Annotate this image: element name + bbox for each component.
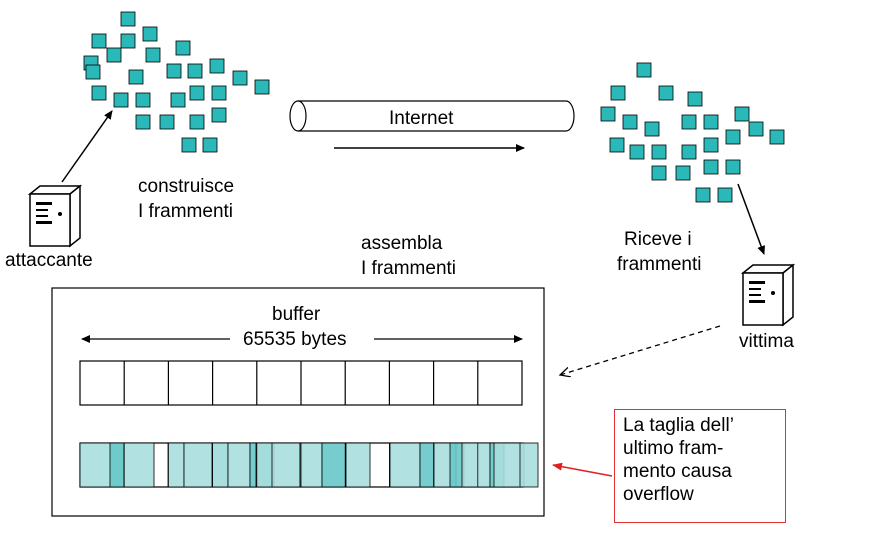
internet-label: Internet xyxy=(389,108,454,129)
buffer-fragment xyxy=(299,442,323,488)
victim-fragments-cloud xyxy=(600,62,785,203)
overflowing-buffer xyxy=(79,442,539,488)
fragment-square xyxy=(651,144,667,160)
fragment-square xyxy=(145,47,161,63)
victim-server-icon xyxy=(740,263,796,327)
fragment-square xyxy=(128,69,144,85)
overflow-note-line: ultimo fram- xyxy=(623,438,724,459)
fragment-square xyxy=(91,85,107,101)
fragment-square xyxy=(681,144,697,160)
fragment-square xyxy=(106,47,122,63)
assembles-label-1: assembla xyxy=(361,233,443,254)
fragment-square xyxy=(703,137,719,153)
attacker-arrow xyxy=(61,110,113,183)
overflow-note-line: overflow xyxy=(623,484,694,505)
overflow-note-line: mento causa xyxy=(623,461,732,482)
fragment-square xyxy=(113,92,129,108)
assemble-dashed-arrow xyxy=(560,325,721,375)
fragment-square xyxy=(85,64,101,80)
buffer-label: buffer xyxy=(272,304,321,325)
assembles-label-2: I frammenti xyxy=(361,258,457,279)
fragment-square xyxy=(181,137,197,153)
fragment-square xyxy=(232,70,248,86)
buffer-fragment xyxy=(493,442,525,488)
attacker-label: attaccante xyxy=(5,250,93,271)
fragment-square xyxy=(725,159,741,175)
fragment-square xyxy=(658,85,674,101)
buffer-fragment xyxy=(255,442,275,488)
fragment-square xyxy=(211,107,227,123)
buffer-fragment xyxy=(109,442,125,488)
fragment-square xyxy=(175,40,191,56)
fragment-square xyxy=(717,187,733,203)
buffer-fragment xyxy=(123,442,155,488)
fragment-square xyxy=(159,114,175,130)
fragment-square xyxy=(644,121,660,137)
fragment-square xyxy=(681,114,697,130)
buffer-fragment xyxy=(167,442,185,488)
overflow-note-arrow xyxy=(552,462,613,477)
fragment-square xyxy=(734,106,750,122)
buffer-fragment xyxy=(227,442,251,488)
victim-label: vittima xyxy=(739,331,794,352)
overflow-note-line: La taglia dell’ xyxy=(623,415,734,436)
fragment-square xyxy=(187,63,203,79)
fragment-square xyxy=(703,159,719,175)
buffer-fragment xyxy=(321,442,347,488)
fragment-square xyxy=(609,137,625,153)
fragment-square xyxy=(600,106,616,122)
victim-arrow xyxy=(737,183,765,255)
buffer-fragment xyxy=(345,442,371,488)
attacker-server-icon xyxy=(27,184,83,248)
fragment-square xyxy=(202,137,218,153)
fragment-square xyxy=(622,114,638,130)
fragment-square xyxy=(170,92,186,108)
buffer-size-label: 65535 bytes xyxy=(243,329,347,350)
fragment-square xyxy=(189,114,205,130)
fragment-square xyxy=(675,165,691,181)
internet-pipe xyxy=(289,100,575,132)
builds-fragments-label-1: construisce xyxy=(138,176,235,197)
fragment-square xyxy=(703,114,719,130)
fragment-square xyxy=(209,58,225,74)
fragment-square xyxy=(142,26,158,42)
fragment-square xyxy=(687,91,703,107)
fragment-square xyxy=(211,85,227,101)
overflow-note: La taglia dell’ ultimo fram- mento causa… xyxy=(614,409,786,523)
fragment-square xyxy=(120,33,136,49)
fragment-square xyxy=(651,165,667,181)
fragment-square xyxy=(636,62,652,78)
attacker-fragments-cloud xyxy=(83,11,270,153)
buffer-container xyxy=(51,287,545,517)
fragment-square xyxy=(135,92,151,108)
fragment-square xyxy=(120,11,136,27)
receives-label-1: Riceve i xyxy=(624,229,692,250)
fragment-square xyxy=(695,187,711,203)
fragment-square xyxy=(254,79,270,95)
buffer-fragment xyxy=(519,442,539,488)
fragment-square xyxy=(189,85,205,101)
buffer-fragment xyxy=(211,442,229,488)
fragment-square xyxy=(769,129,785,145)
fragment-square xyxy=(629,144,645,160)
builds-fragments-label-2: I frammenti xyxy=(138,201,234,222)
buffer-fragment xyxy=(461,442,491,488)
buffer-fragment xyxy=(271,442,301,488)
empty-buffer xyxy=(79,360,523,406)
buffer-fragment xyxy=(389,442,421,488)
fragment-square xyxy=(91,33,107,49)
fragment-square xyxy=(135,114,151,130)
buffer-fragment xyxy=(419,442,435,488)
fragment-square xyxy=(610,85,626,101)
fragment-square xyxy=(725,129,741,145)
fragment-square xyxy=(166,63,182,79)
receives-label-2: frammenti xyxy=(617,254,702,275)
fragment-square xyxy=(748,121,764,137)
